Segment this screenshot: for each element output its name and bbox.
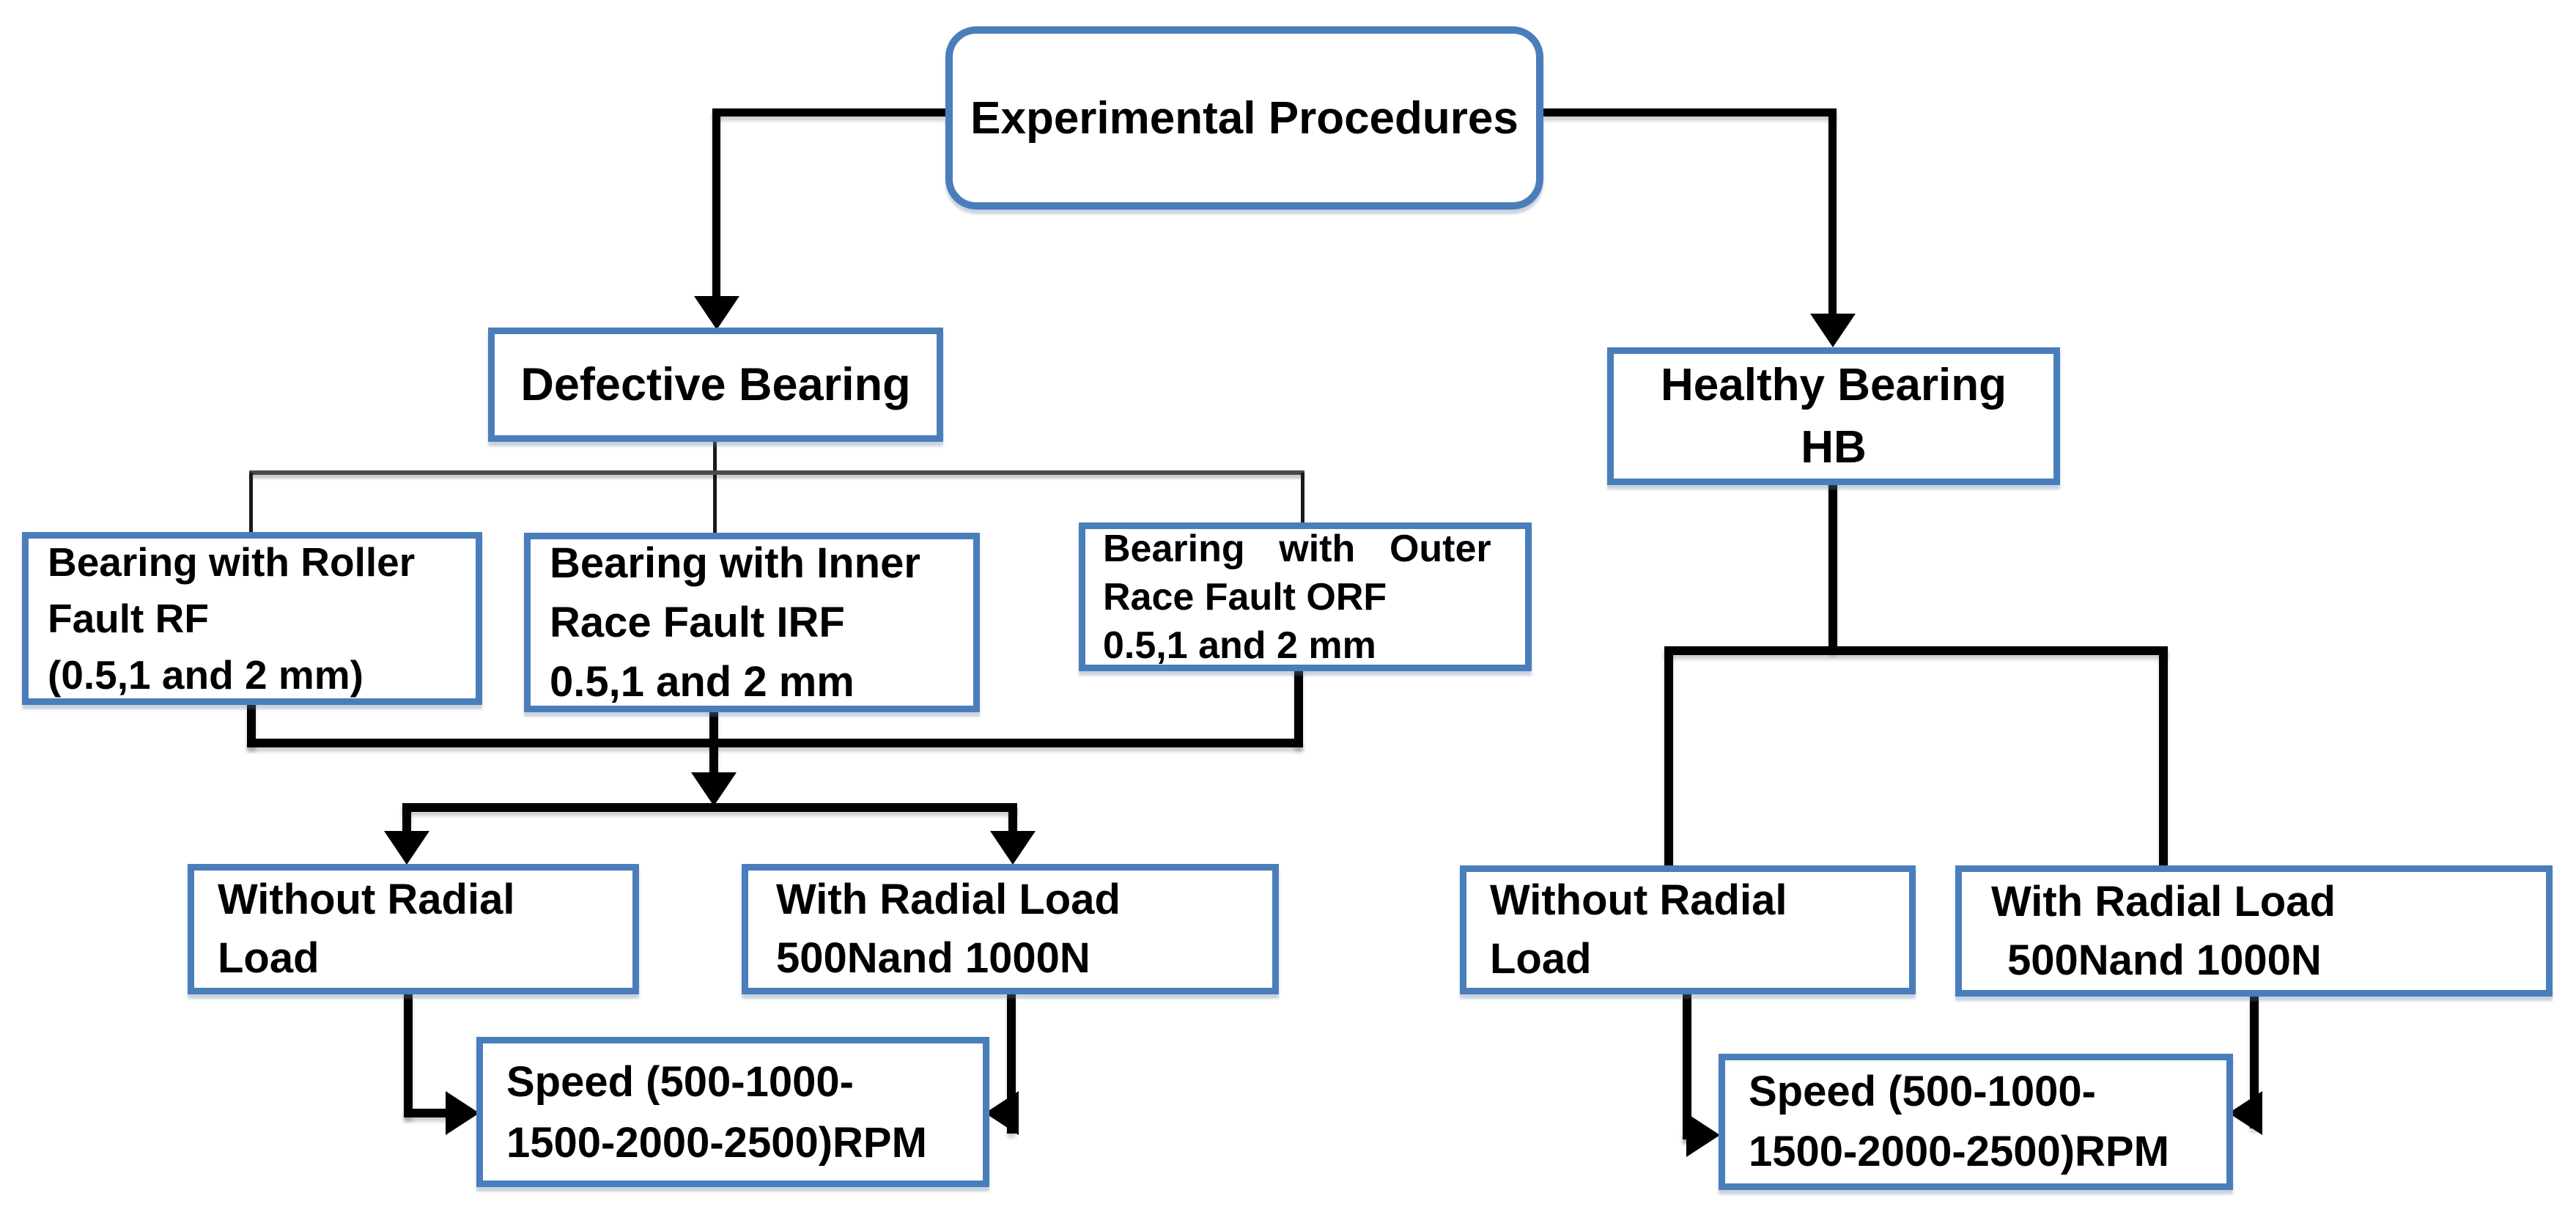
connector-healthy-stem: [1828, 480, 1837, 652]
outer-race-fault-box: Bearing with Outer Race Fault ORF 0.5,1 …: [1079, 522, 1532, 671]
healthy-bearing-line2: HB: [1801, 422, 1867, 473]
connector-right-split-v2: [2159, 646, 2168, 867]
connector-roller-down: [247, 696, 256, 747]
defective-bearing-box: Defective Bearing: [488, 328, 943, 442]
arrowhead-merge-center: [691, 772, 737, 806]
right-speed-box: Speed (500-1000- 1500-2000-2500)RPM: [1719, 1054, 2233, 1190]
experimental-procedures-box: Experimental Procedures: [945, 26, 1543, 210]
inner-race-fault-line3: 0.5,1 and 2 mm: [550, 658, 855, 706]
connector-outer-down: [1294, 665, 1303, 747]
connector-defective-stem: [713, 440, 717, 534]
connector-title-left-h: [712, 108, 945, 117]
right-without-line2: Load: [1490, 935, 1592, 983]
right-speed-line2: 1500-2000-2500)RPM: [1749, 1128, 2169, 1175]
connector-left-split-bar: [402, 803, 1017, 812]
left-with-radial-load-box: With Radial Load 500Nand 1000N: [742, 864, 1279, 994]
connector-to-outer-v: [1301, 473, 1304, 525]
right-without-line1: Without Radial: [1490, 876, 1787, 924]
connector-to-roller-v: [249, 473, 253, 534]
right-without-radial-load-box: Without Radial Load: [1460, 865, 1916, 994]
arrowhead-into-left-without: [384, 831, 429, 865]
outer-race-fault-line1: Bearing with Outer: [1103, 527, 1491, 570]
right-with-line2: 500Nand 1000N: [2007, 936, 2322, 984]
inner-race-fault-line1: Bearing with Inner: [550, 539, 920, 587]
roller-fault-box: Bearing with Roller Fault RF (0.5,1 and …: [22, 532, 482, 705]
left-speed-line2: 1500-2000-2500)RPM: [506, 1118, 927, 1167]
roller-fault-line2: Fault RF: [48, 595, 209, 641]
arrowhead-into-healthy: [1810, 314, 1856, 347]
connector-fault-splitter-h: [249, 470, 1304, 475]
connector-right-split-v1: [1664, 646, 1673, 867]
right-speed-line1: Speed (500-1000-: [1749, 1068, 2096, 1115]
connector-title-left-v: [712, 108, 720, 300]
inner-race-fault-line2: Race Fault IRF: [550, 599, 845, 646]
arrowhead-into-left-speed: [446, 1091, 479, 1135]
arrowhead-into-defective: [694, 296, 739, 330]
left-speed-box: Speed (500-1000- 1500-2000-2500)RPM: [476, 1037, 989, 1187]
defective-bearing-label: Defective Bearing: [520, 359, 911, 410]
roller-fault-line1: Bearing with Roller: [48, 539, 416, 585]
connector-left-split-v2: [1008, 803, 1017, 835]
connector-right-without-down: [1683, 994, 1691, 1139]
arrowhead-into-left-with: [990, 831, 1036, 865]
left-without-line2: Load: [218, 934, 320, 982]
outer-race-fault-line3: 0.5,1 and 2 mm: [1103, 624, 1376, 667]
healthy-bearing-line1: Healthy Bearing: [1660, 360, 2007, 410]
left-without-line1: Without Radial: [218, 876, 515, 923]
arrowhead-into-left-speed-right: [985, 1091, 1019, 1135]
outer-race-fault-line2: Race Fault ORF: [1103, 575, 1387, 618]
healthy-bearing-box: Healthy Bearing HB: [1607, 347, 2060, 485]
connector-merge-bar: [247, 739, 1303, 747]
left-with-line1: With Radial Load: [776, 876, 1121, 923]
arrowhead-into-right-speed: [1686, 1113, 1720, 1157]
left-without-radial-load-box: Without Radial Load: [188, 864, 639, 994]
left-with-line2: 500Nand 1000N: [776, 934, 1090, 982]
connector-right-split-bar: [1664, 646, 2168, 655]
inner-race-fault-box: Bearing with Inner Race Fault IRF 0.5,1 …: [524, 533, 980, 712]
left-speed-line1: Speed (500-1000-: [506, 1057, 854, 1106]
roller-fault-line3: (0.5,1 and 2 mm): [48, 651, 363, 698]
connector-title-right-h: [1543, 108, 1837, 117]
connector-left-without-jog: [404, 1109, 455, 1117]
experimental-procedures-label: Experimental Procedures: [970, 92, 1518, 144]
connector-left-split-v1: [402, 803, 411, 835]
connector-title-right-v: [1828, 108, 1837, 317]
right-with-line1: With Radial Load: [1991, 877, 2336, 925]
connector-merge-center-v: [709, 707, 718, 777]
connector-left-without-down: [404, 994, 413, 1117]
right-with-radial-load-box: With Radial Load 500Nand 1000N: [1955, 865, 2553, 997]
arrowhead-into-right-speed-right: [2229, 1091, 2262, 1135]
